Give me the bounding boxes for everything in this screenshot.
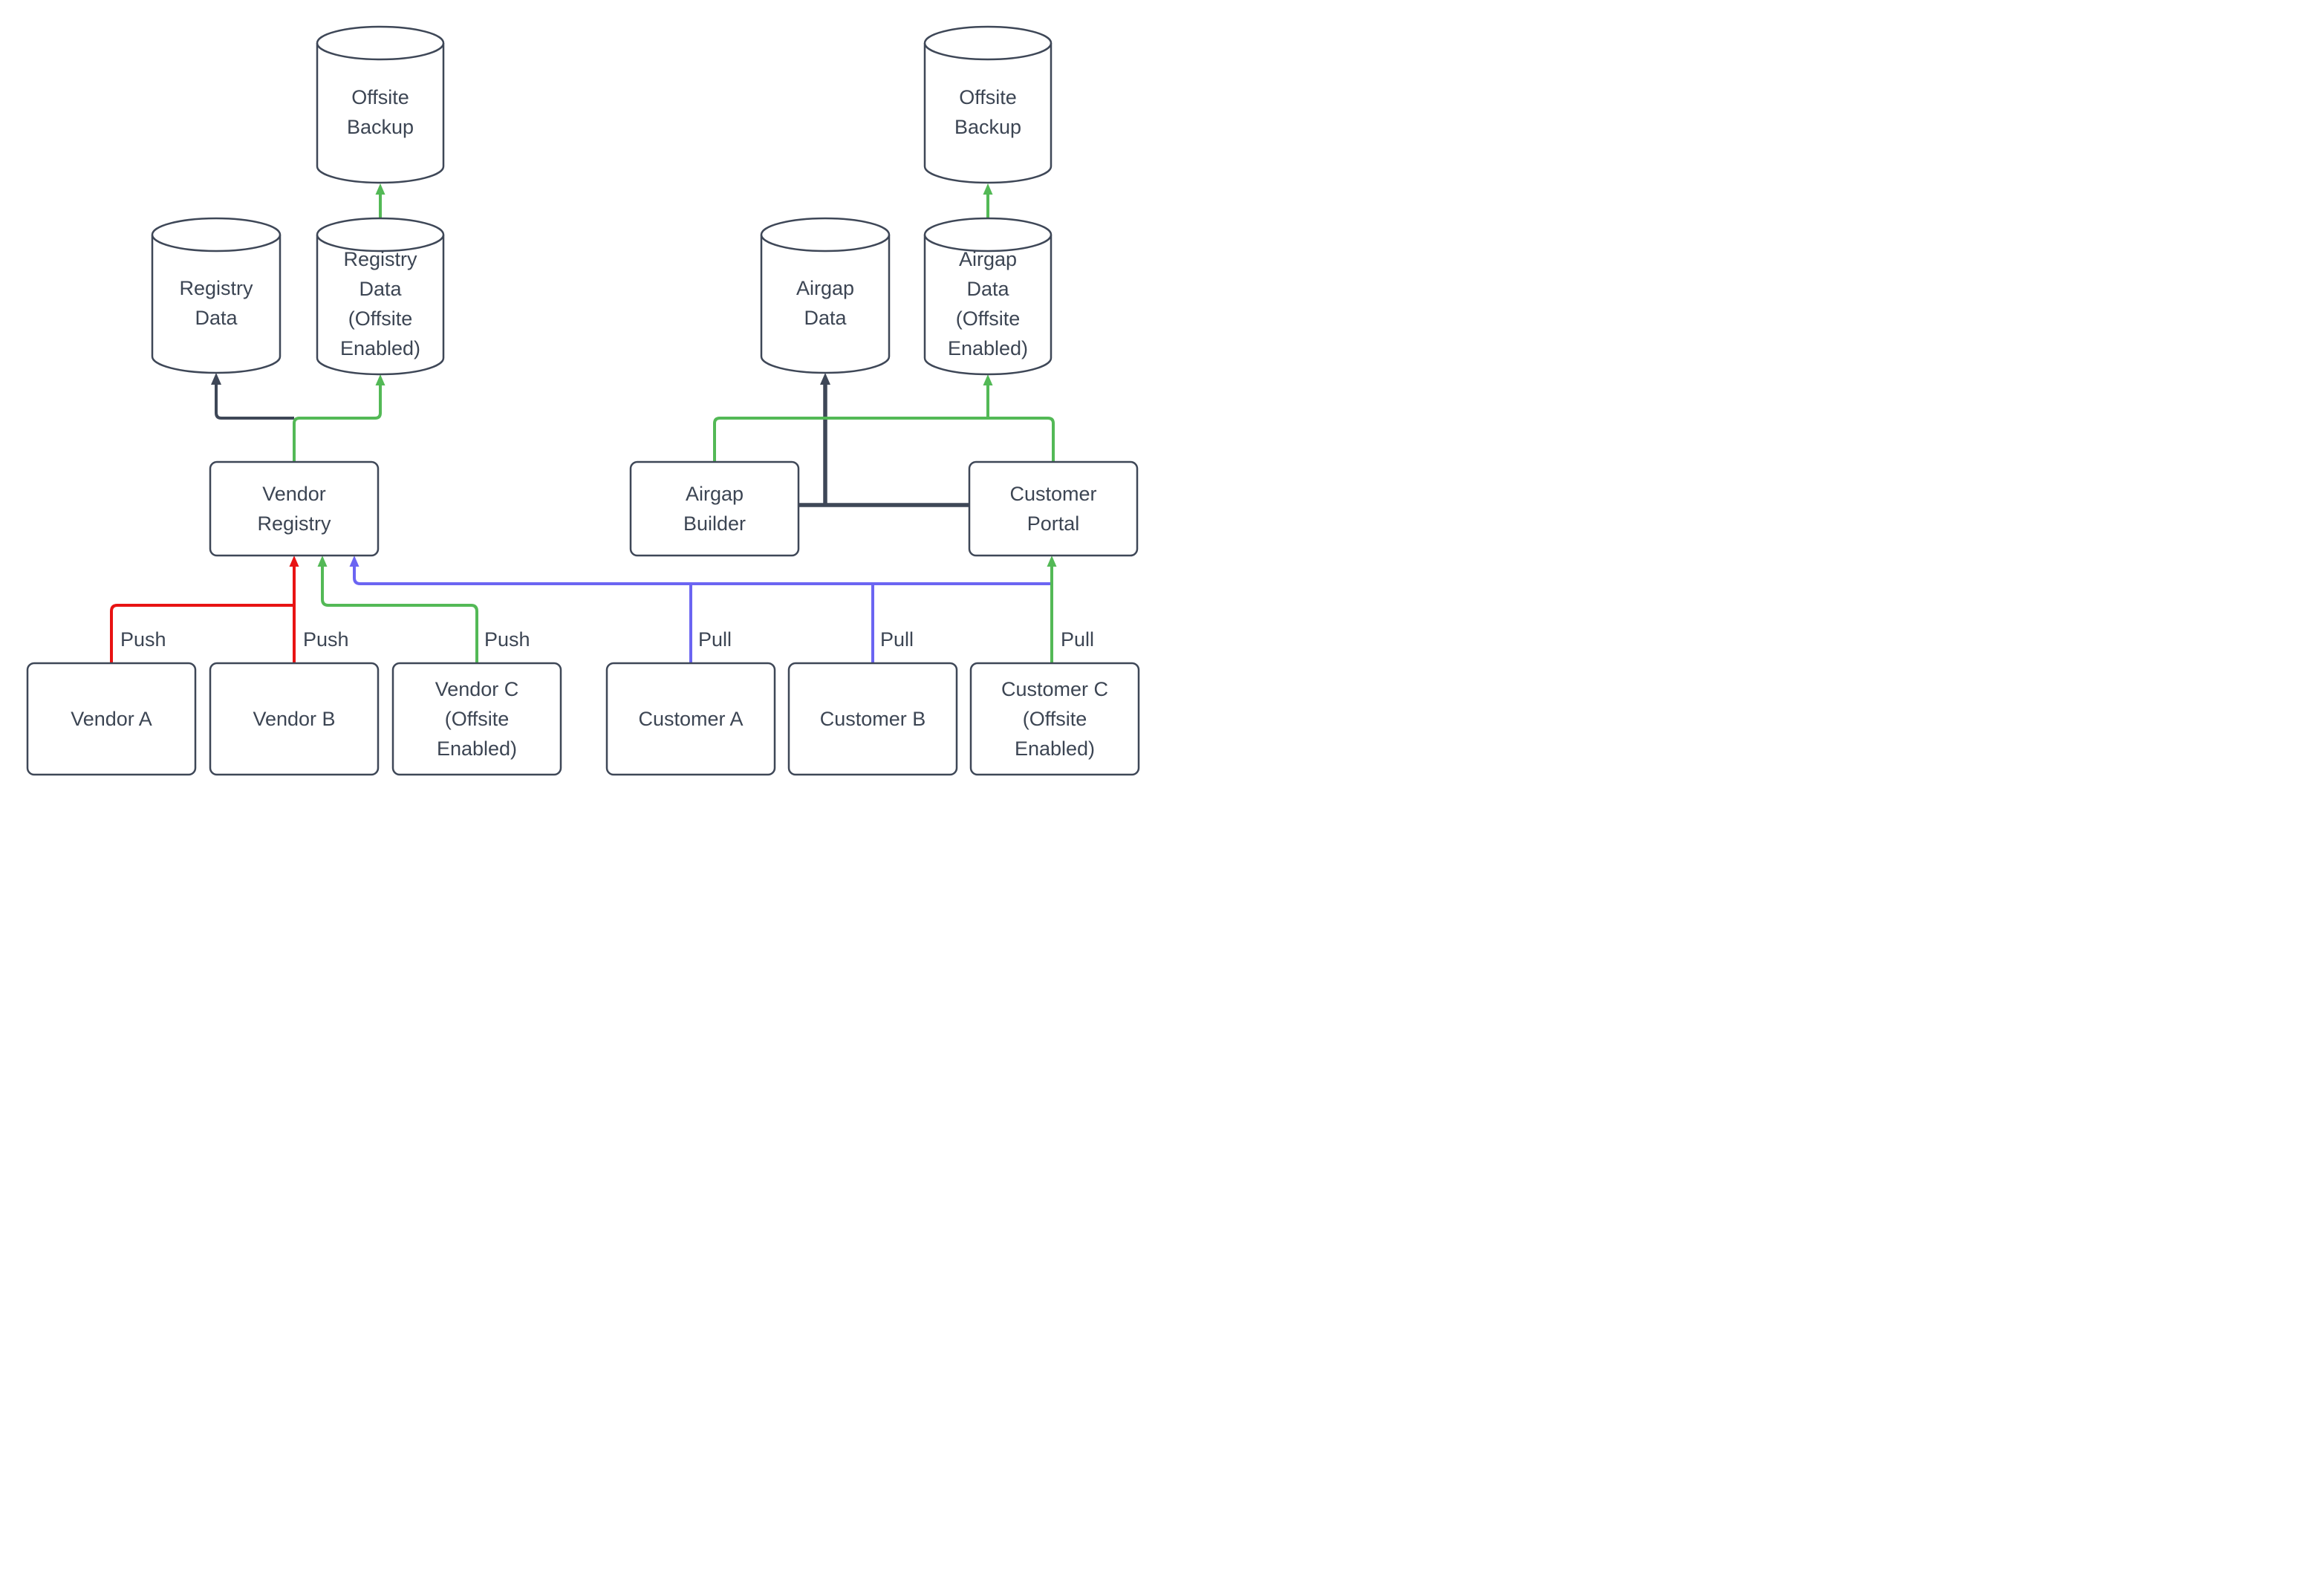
edge-line xyxy=(110,604,293,663)
edge-line xyxy=(215,385,294,420)
vendor-a-box xyxy=(26,662,197,776)
arrowhead-up-icon xyxy=(375,183,386,195)
vendor-b-box xyxy=(209,662,380,776)
cylinder-body xyxy=(151,235,282,374)
edge-vendor-registry-to-registry-data-offsite xyxy=(293,374,386,462)
cylinder-top xyxy=(923,217,1053,253)
cylinder-body xyxy=(923,43,1053,184)
diagram-svg xyxy=(26,25,1140,776)
arrowhead-up-icon xyxy=(983,183,993,195)
edge-vendor-registry-to-registry-data xyxy=(211,373,294,420)
diagram-canvas: Offsite Backup Registry Data Registry Da… xyxy=(0,0,1156,798)
cylinder-top xyxy=(923,25,1053,61)
cylinder-body xyxy=(760,235,891,374)
cylinder-body xyxy=(316,43,445,184)
customer-portal-box xyxy=(968,460,1139,557)
edge-builder-portal-to-airgap-data-offsite xyxy=(713,374,1055,462)
arrowhead-up-icon xyxy=(349,556,360,567)
cylinder-top xyxy=(151,217,282,253)
offsite-backup-left-cylinder xyxy=(316,25,445,184)
registry-data-cylinder xyxy=(151,217,282,374)
cylinder-top xyxy=(760,217,891,253)
cylinder-top xyxy=(316,25,445,61)
edge-customer-c-pull xyxy=(1047,556,1057,663)
edge-airgap-data-offsite-to-offsite-backup xyxy=(983,183,993,218)
edge-registry-data-offsite-to-offsite-backup xyxy=(375,183,386,218)
vendor-c-box xyxy=(391,662,562,776)
edge-line xyxy=(713,417,1055,462)
edge-airgap-builder-customer-portal-to-airgap-data xyxy=(798,373,969,507)
arrowhead-up-icon xyxy=(375,374,386,385)
arrowhead-up-icon xyxy=(983,374,993,385)
edge-line xyxy=(321,567,478,663)
registry-data-offsite-cylinder xyxy=(316,217,445,376)
customer-c-box xyxy=(969,662,1140,776)
arrowhead-up-icon xyxy=(317,556,328,567)
cylinder-body xyxy=(316,235,445,376)
arrowhead-up-icon xyxy=(1047,556,1057,567)
vendor-registry-box xyxy=(209,460,380,557)
edge-vendor-b-push xyxy=(289,556,299,663)
airgap-data-cylinder xyxy=(760,217,891,374)
airgap-data-offsite-cylinder xyxy=(923,217,1053,376)
arrowhead-up-icon xyxy=(289,556,299,567)
cylinder-body xyxy=(923,235,1053,376)
edge-vendor-a-push xyxy=(110,604,293,663)
edge-line xyxy=(353,567,1053,585)
edge-customers-pull xyxy=(349,556,1053,663)
arrowhead-up-icon xyxy=(820,373,830,385)
edge-line xyxy=(293,385,382,462)
offsite-backup-right-cylinder xyxy=(923,25,1053,184)
customer-a-box xyxy=(605,662,776,776)
cylinder-top xyxy=(316,217,445,253)
airgap-builder-box xyxy=(629,460,800,557)
arrowhead-up-icon xyxy=(211,373,221,385)
customer-b-box xyxy=(787,662,958,776)
edge-vendor-c-push xyxy=(317,556,478,663)
